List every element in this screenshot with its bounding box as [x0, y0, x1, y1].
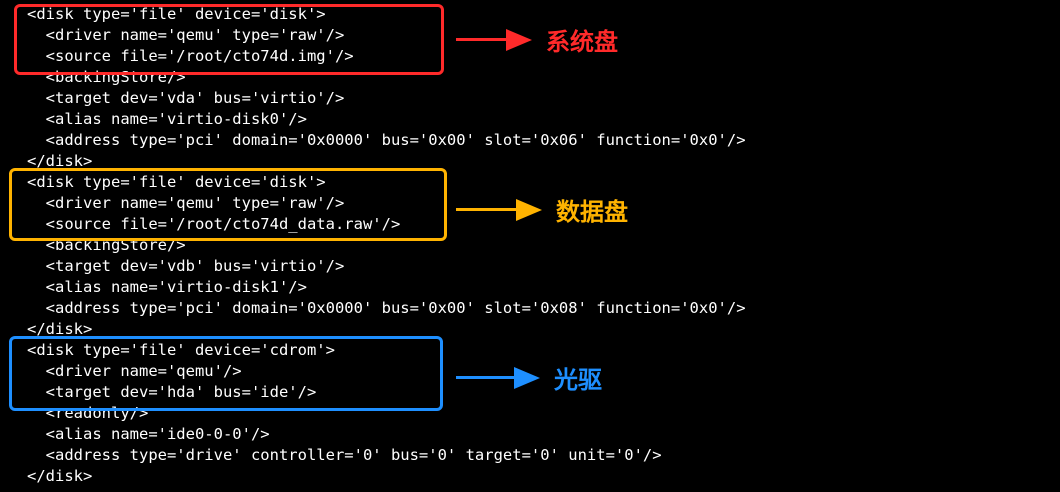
- xml-line: <driver name='qemu'/>: [27, 362, 242, 380]
- xml-line: <target dev='hda' bus='ide'/>: [27, 383, 317, 401]
- xml-line: <alias name='ide0-0-0'/>: [27, 425, 270, 443]
- xml-line: <disk type='file' device='cdrom'>: [27, 341, 335, 359]
- arrow-right-icon: [456, 376, 514, 379]
- xml-line: <source file='/root/cto74d_data.raw'/>: [27, 215, 401, 233]
- system-disk-highlight-box: [14, 4, 444, 75]
- xml-line: </disk>: [27, 152, 93, 170]
- xml-line: <disk type='file' device='disk'>: [27, 173, 326, 191]
- arrow-right-icon: [456, 208, 516, 211]
- xml-line: <driver name='qemu' type='raw'/>: [27, 26, 345, 44]
- xml-line: <alias name='virtio-disk0'/>: [27, 110, 307, 128]
- cdrom-annotation: 光驱: [456, 360, 602, 395]
- xml-line: </disk>: [27, 320, 93, 338]
- cdrom-highlight-box: [9, 336, 443, 411]
- system-disk-annotation: 系统盘: [456, 22, 618, 57]
- xml-line: <driver name='qemu' type='raw'/>: [27, 194, 345, 212]
- xml-line: <address type='pci' domain='0x0000' bus=…: [27, 299, 746, 317]
- arrow-head: [516, 198, 542, 221]
- xml-line: <source file='/root/cto74d.img'/>: [27, 47, 354, 65]
- xml-line: <alias name='virtio-disk1'/>: [27, 278, 307, 296]
- data-disk-label: 数据盘: [556, 198, 628, 226]
- cdrom-label: 光驱: [554, 366, 602, 394]
- arrow-head: [506, 28, 532, 51]
- xml-line: <target dev='vda' bus='virtio'/>: [27, 89, 345, 107]
- xml-line: <address type='pci' domain='0x0000' bus=…: [27, 131, 746, 149]
- data-disk-highlight-box: [9, 168, 447, 241]
- xml-line: </disk>: [27, 467, 93, 485]
- system-disk-label: 系统盘: [546, 28, 618, 56]
- arrow-right-icon: [456, 38, 506, 41]
- xml-line: <target dev='vdb' bus='virtio'/>: [27, 257, 345, 275]
- xml-line: <address type='drive' controller='0' bus…: [27, 446, 662, 464]
- xml-line: <disk type='file' device='disk'>: [27, 5, 326, 23]
- data-disk-annotation: 数据盘: [456, 192, 628, 227]
- arrow-head: [514, 366, 540, 389]
